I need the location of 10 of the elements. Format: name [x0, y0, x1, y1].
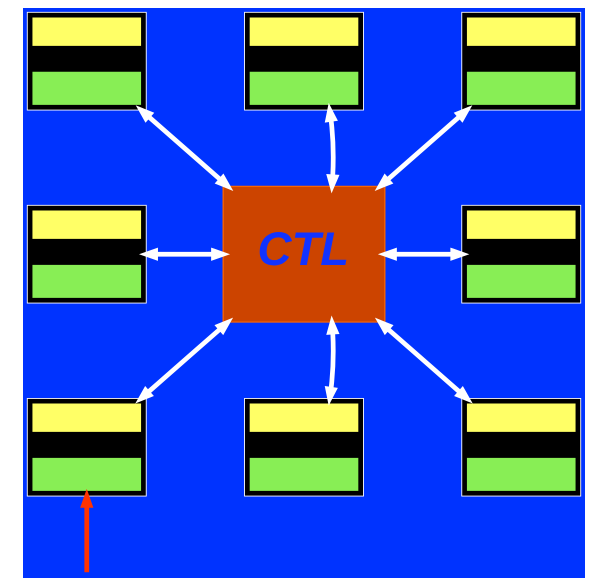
node-box: CTL — [222, 186, 386, 323]
arrow — [374, 318, 473, 404]
arrow — [324, 315, 340, 406]
arrow — [374, 105, 472, 191]
arrow — [324, 102, 340, 194]
arrow — [135, 318, 234, 404]
arrow — [378, 248, 470, 261]
arrow — [136, 105, 234, 191]
arrow — [80, 488, 94, 572]
arrow — [139, 248, 230, 261]
